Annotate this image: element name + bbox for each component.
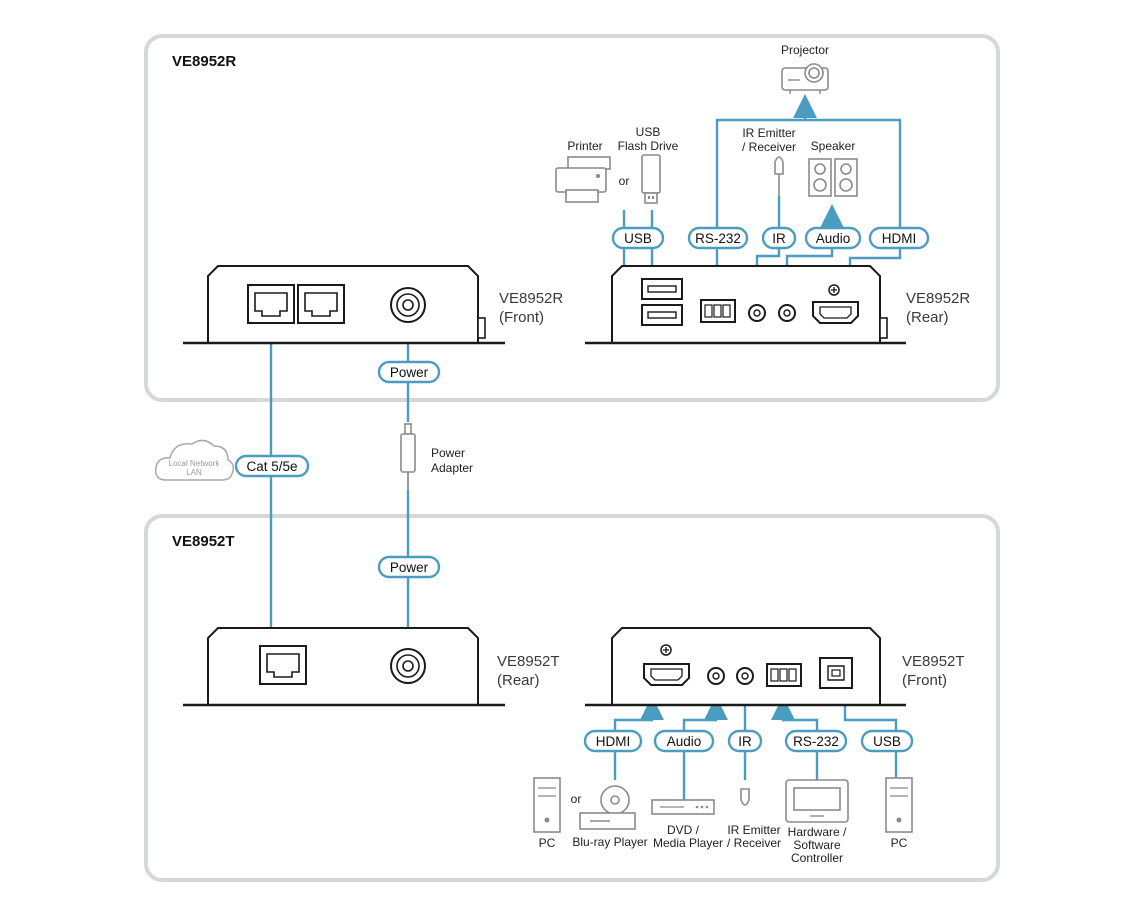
pc-tower-icon xyxy=(533,777,561,833)
pill-usb-top-label: USB xyxy=(624,231,652,246)
pill-audio-top-label: Audio xyxy=(816,231,851,246)
controller-label-3: Controller xyxy=(791,851,843,865)
usb-b-port-icon xyxy=(819,657,853,689)
pill-power-bottom-label: Power xyxy=(390,560,429,575)
controller-label: Hardware / xyxy=(788,825,847,839)
projector-loop xyxy=(715,118,902,300)
ir-emitter-icon xyxy=(740,788,750,806)
projector-icon xyxy=(781,63,829,94)
printer-icon xyxy=(555,156,611,203)
transmitter-panel-title: VE8952T xyxy=(172,533,235,550)
device-label-t-rear-sub: (Rear) xyxy=(497,672,540,689)
pc-right-label: PC xyxy=(891,836,908,850)
transmitter-panel xyxy=(144,514,1000,882)
power-jack-icon xyxy=(402,299,414,311)
rj45-port-icon xyxy=(266,653,300,678)
usb-flash-drive-icon xyxy=(641,154,661,204)
bluray-label: Blu-ray Player xyxy=(572,835,647,849)
pill-hdmi-top: HDMI xyxy=(868,226,930,250)
ir-emitter-icon xyxy=(774,156,784,196)
receiver-panel-title: VE8952R xyxy=(172,53,236,70)
pill-ir-top: IR xyxy=(761,226,797,250)
ir-jack-icon xyxy=(736,667,754,685)
usb-a-port-icon xyxy=(641,304,683,326)
pc-left-label: PC xyxy=(539,836,556,850)
power-adapter-icon xyxy=(400,423,416,473)
ir-emitter-bottom-label: IR Emitter xyxy=(727,823,780,837)
pill-usb-top: USB xyxy=(611,226,665,250)
rj45-port-icon xyxy=(254,292,288,317)
receiver-front-device xyxy=(183,265,505,345)
device-label-t-front-sub: (Front) xyxy=(902,672,947,689)
pill-usb-bottom-label: USB xyxy=(873,734,901,749)
device-label-r-rear-sub: (Rear) xyxy=(906,309,949,326)
speaker-label: Speaker xyxy=(811,139,856,153)
audio-jack-icon xyxy=(778,304,796,322)
pill-hdmi-bottom: HDMI xyxy=(583,729,643,753)
printer-label: Printer xyxy=(567,139,602,153)
device-label-t-front: VE8952T xyxy=(902,653,965,670)
dvd-label: DVD / xyxy=(667,823,700,837)
pill-cat-label: Cat 5/5e xyxy=(246,459,297,474)
pill-hdmi-bottom-label: HDMI xyxy=(596,734,631,749)
ir-emitter-top-label: IR Emitter xyxy=(742,126,795,140)
or-bottom: or xyxy=(571,792,582,806)
speaker-icon xyxy=(808,158,858,197)
transmitter-rear-device xyxy=(183,627,505,707)
power-adapter-label-2: Adapter xyxy=(431,461,473,475)
projector-label: Projector xyxy=(781,43,829,57)
ir-emitter-top-label-2: / Receiver xyxy=(742,140,796,154)
controller-icon xyxy=(785,779,849,823)
dvd-player-icon xyxy=(651,799,715,815)
device-label-r-rear: VE8952R xyxy=(906,290,970,307)
cloud-lan-icon xyxy=(154,439,235,481)
bluray-player-icon xyxy=(579,785,636,830)
or-top: or xyxy=(619,174,630,188)
audio-jack-icon xyxy=(707,667,725,685)
device-label-r-front: VE8952R xyxy=(499,290,563,307)
pill-audio-bottom: Audio xyxy=(653,729,715,753)
ir-jack-icon xyxy=(748,304,766,322)
power-adapter-label: Power xyxy=(431,446,465,460)
usb-flash-label-2: Flash Drive xyxy=(618,139,679,153)
pill-rs232-bottom: RS-232 xyxy=(784,729,848,753)
lan-label: Local Network xyxy=(169,459,221,468)
power-jack-icon xyxy=(402,660,414,672)
pill-ir-top-label: IR xyxy=(772,231,786,246)
pill-audio-top: Audio xyxy=(804,226,862,250)
device-label-r-front-sub: (Front) xyxy=(499,309,544,326)
controller-label-2: Software xyxy=(793,838,841,852)
pc-tower-icon xyxy=(885,777,913,833)
pill-power-top-label: Power xyxy=(390,365,429,380)
ir-emitter-bottom-label-2: / Receiver xyxy=(727,836,781,850)
transmitter-front-device xyxy=(585,627,906,707)
dvd-label-2: Media Player xyxy=(653,836,723,850)
lan-label-2: LAN xyxy=(186,468,202,477)
pill-ir-bottom-label: IR xyxy=(738,734,752,749)
usb-a-port-icon xyxy=(641,278,683,300)
rj45-port-icon xyxy=(304,292,338,317)
pill-power-top: Power xyxy=(377,360,441,384)
pill-usb-bottom: USB xyxy=(860,729,914,753)
receiver-rear-device xyxy=(585,265,906,345)
pill-rs232-top: RS-232 xyxy=(687,226,749,250)
pill-rs232-bottom-label: RS-232 xyxy=(793,734,839,749)
pill-rs232-top-label: RS-232 xyxy=(695,231,741,246)
pill-cat: Cat 5/5e xyxy=(234,454,310,478)
pill-hdmi-top-label: HDMI xyxy=(882,231,917,246)
pill-audio-bottom-label: Audio xyxy=(667,734,702,749)
device-label-t-rear: VE8952T xyxy=(497,653,560,670)
receiver-panel xyxy=(144,34,1000,402)
pill-power-bottom: Power xyxy=(377,555,441,579)
pill-ir-bottom: IR xyxy=(727,729,763,753)
audio-cable-bottom xyxy=(682,696,728,800)
usb-flash-label: USB xyxy=(636,125,661,139)
